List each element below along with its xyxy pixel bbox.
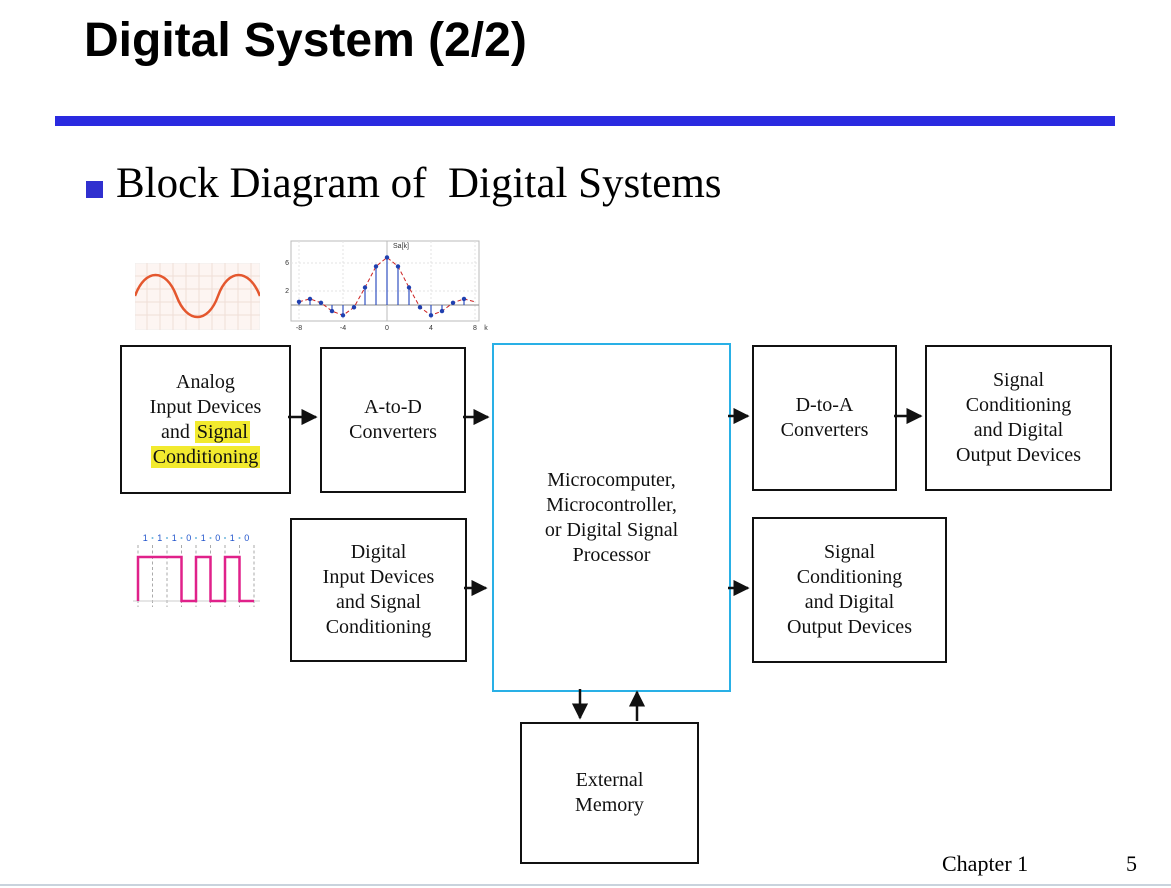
box-label-line: and Signal [336, 591, 421, 613]
highlighted-text: Conditioning [150, 445, 261, 468]
svg-text:0: 0 [244, 533, 249, 543]
box-label-line: External [575, 769, 644, 791]
box-microcomputer-dsp: Microcomputer, Microcontroller, or Digit… [492, 343, 731, 692]
box-label-line: Conditioning [325, 616, 432, 638]
x-tick: 0 [385, 325, 389, 332]
box-label-line: Converters [780, 419, 869, 441]
box-label-line: Digital [350, 541, 407, 563]
box-label-line: D-to-A [795, 394, 854, 416]
plot-title: Sa[k] [393, 243, 409, 250]
stem-dots [296, 255, 467, 318]
box-label-line: Input Devices [149, 395, 262, 418]
box-label-line: Signal [823, 541, 876, 563]
svg-text:1: 1 [201, 533, 206, 543]
x-tick: 8 [473, 325, 477, 332]
x-tick: -8 [296, 325, 302, 332]
box-label-line: Signal [992, 369, 1045, 391]
box-label-line: A-to-D [364, 396, 422, 418]
box-label-line: Memory [575, 794, 644, 816]
bullet-heading: Block Diagram of Digital Systems [116, 160, 722, 207]
footer-page-number: 5 [1126, 851, 1137, 876]
box-signal-conditioning-output-top: Signal Conditioning and Digital Output D… [925, 345, 1112, 491]
box-a-to-d-converters: A-to-D Converters [320, 347, 466, 493]
x-tick: 4 [429, 325, 433, 332]
plot-frame [290, 240, 480, 322]
highlighted-text: Signal [194, 420, 250, 443]
box-label-line: Input Devices [322, 566, 435, 588]
x-tick: -4 [340, 325, 346, 332]
box-label-line: Processor [572, 543, 651, 566]
box-label-line: Output Devices [787, 616, 912, 638]
box-analog-input-devices: Analog Input Devices and Signal Conditio… [120, 345, 291, 494]
box-external-memory: External Memory [520, 722, 699, 864]
slide-bottom-edge [0, 884, 1171, 886]
box-label-line: or Digital Signal [544, 518, 679, 541]
square-wave [136, 555, 254, 603]
svg-text:1: 1 [230, 533, 235, 543]
box-label-line: Analog [176, 370, 235, 393]
plot-grid [291, 241, 479, 321]
y-tick-2: 2 [285, 288, 289, 295]
digital-waveform-thumbnail: 1 1 1 0 1 0 1 0 [133, 529, 260, 615]
box-label-line: Conditioning [965, 394, 1072, 416]
box-label-line: and Signal [160, 420, 250, 443]
x-axis-label: k [484, 325, 488, 332]
box-label-line: Conditioning [150, 445, 261, 470]
bit-separator-dots [151, 537, 241, 539]
box-label-line: and Digital [973, 419, 1064, 441]
box-d-to-a-converters: D-to-A Converters [752, 345, 897, 491]
box-label-line: Converters [349, 421, 437, 443]
svg-text:1: 1 [172, 533, 177, 543]
box-digital-input-devices: Digital Input Devices and Signal Conditi… [290, 518, 467, 662]
svg-text:1: 1 [143, 533, 148, 543]
box-label-line: Output Devices [956, 444, 1081, 466]
thumbnail-background [135, 263, 260, 330]
footer-chapter-label: Chapter 1 [942, 851, 1029, 876]
y-tick-6: 6 [285, 260, 289, 267]
bullet-square-icon [86, 181, 103, 198]
box-label-line: and Digital [804, 591, 895, 613]
bit-labels: 1 1 1 0 1 0 1 0 [143, 533, 250, 543]
analog-waveform-thumbnail [135, 263, 260, 330]
sine-wave [135, 274, 260, 318]
box-signal-conditioning-output-bottom: Signal Conditioning and Digital Output D… [752, 517, 947, 663]
box-label-line: Microcomputer, [547, 468, 676, 491]
box-label-line: Conditioning [796, 566, 903, 588]
page-title: Digital System (2/2) [84, 14, 527, 67]
svg-text:0: 0 [215, 533, 220, 543]
svg-text:0: 0 [186, 533, 191, 543]
box-label-line: Microcontroller, [546, 493, 677, 516]
svg-text:1: 1 [157, 533, 162, 543]
sampled-signal-plot: Sa[k] 6 2 -8 -4 0 4 8 k [285, 240, 488, 332]
title-divider [55, 116, 1115, 126]
